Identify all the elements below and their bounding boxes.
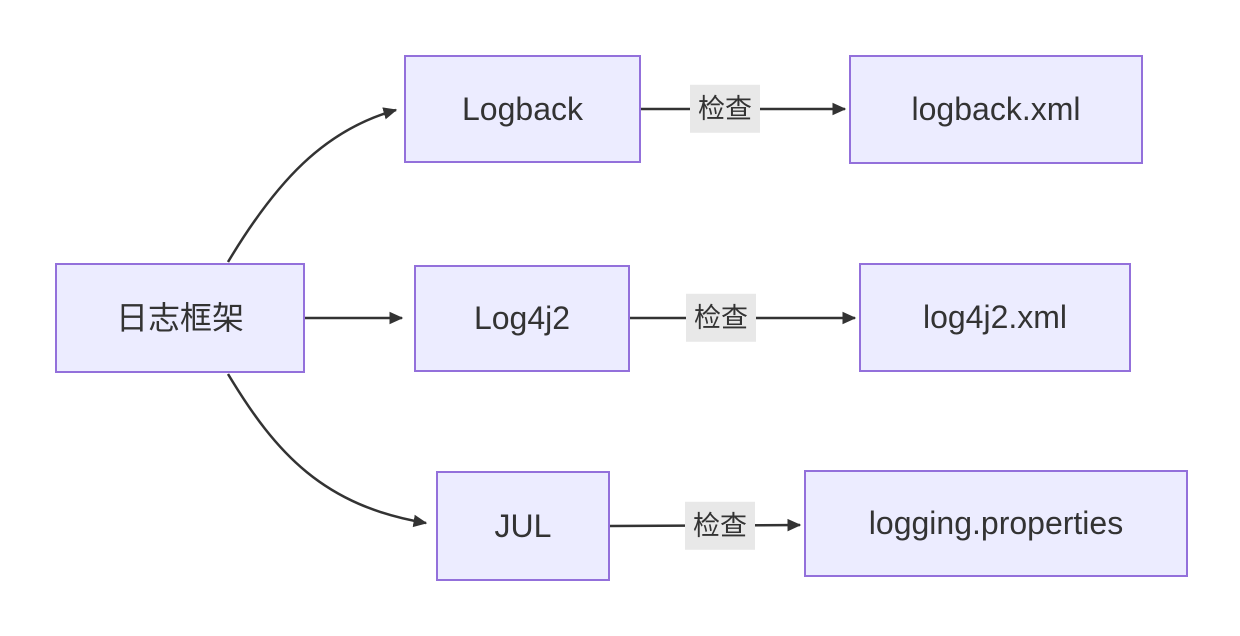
node-logback-xml: logback.xml [849, 55, 1143, 164]
node-jul: JUL [436, 471, 610, 581]
node-log-framework: 日志框架 [55, 263, 305, 373]
node-log-framework-label: 日志框架 [115, 299, 244, 336]
edge-label-check-log4j2: 检查 [686, 293, 756, 343]
node-logging-properties: logging.properties [804, 470, 1188, 577]
edge-label-check-jul: 检查 [685, 501, 755, 551]
edge-root-to-logback [226, 107, 398, 263]
node-logging-properties-label: logging.properties [868, 505, 1124, 542]
node-log4j2: Log4j2 [414, 265, 630, 372]
node-log4j2-xml-label: log4j2.xml [922, 299, 1068, 336]
edge-root-to-jul [226, 373, 428, 528]
node-jul-label: JUL [494, 507, 552, 544]
edge-label-check-logback: 检查 [690, 84, 760, 134]
node-logback-xml-label: logback.xml [911, 91, 1081, 128]
node-log4j2-xml: log4j2.xml [859, 263, 1131, 372]
node-log4j2-label: Log4j2 [473, 300, 571, 337]
node-logback-label: Logback [462, 90, 583, 127]
node-logback: Logback [404, 55, 641, 163]
